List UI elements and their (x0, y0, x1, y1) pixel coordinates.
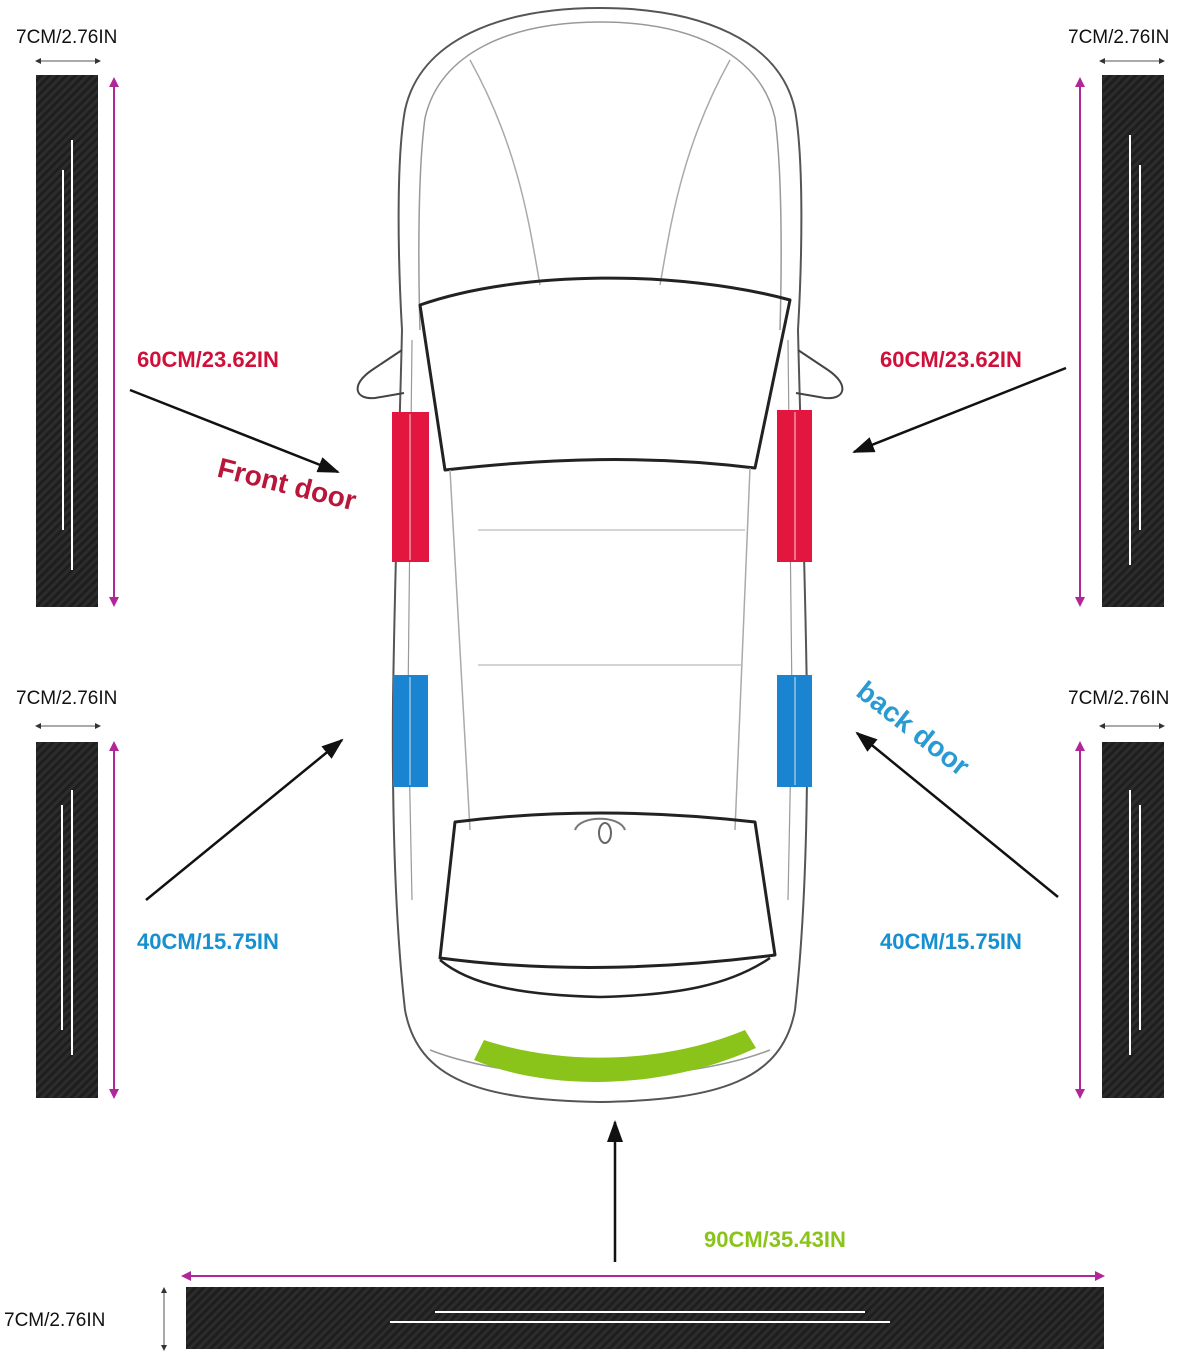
car-body (391, 7, 809, 1103)
pointer-arrow-front-right (852, 366, 1067, 454)
antenna (574, 817, 626, 831)
pointer-arrow-back-right (855, 731, 1059, 898)
width-label-mid-left: 7CM/2.76IN (16, 688, 118, 709)
car-body-inner (418, 21, 782, 331)
rear-bumper-sill-marker (474, 1030, 756, 1082)
trunk-line (439, 956, 771, 999)
roof-lines (478, 529, 745, 666)
length-label-front-left: 60CM/23.62IN (137, 347, 279, 372)
strip-mid-left (36, 742, 98, 1098)
pointer-arrow-front-left (129, 388, 340, 474)
width-label-mid-right: 7CM/2.76IN (1068, 688, 1170, 709)
rear-window (438, 811, 777, 969)
pointer-arrow-back-left (145, 738, 344, 901)
width-label-bottom: 7CM/2.76IN (4, 1310, 106, 1331)
strip-top-right (1102, 75, 1164, 607)
fuel-cap (598, 822, 612, 844)
right-mirror (795, 349, 844, 400)
strip-top-left (36, 75, 98, 607)
strip-mid-right (1102, 742, 1164, 1098)
windshield (418, 276, 792, 472)
roof (449, 467, 751, 831)
hood-lines (469, 59, 731, 286)
length-label-front-right: 60CM/23.62IN (880, 347, 1022, 372)
length-label-back-right: 40CM/15.75IN (880, 929, 1022, 954)
left-mirror (356, 349, 405, 400)
width-label-top-left: 7CM/2.76IN (16, 27, 118, 48)
strip-bottom (186, 1287, 1104, 1349)
car-outline (356, 7, 844, 1103)
length-label-rear: 90CM/35.43IN (704, 1227, 846, 1252)
length-label-back-left: 40CM/15.75IN (137, 929, 279, 954)
width-label-top-right: 7CM/2.76IN (1068, 27, 1170, 48)
